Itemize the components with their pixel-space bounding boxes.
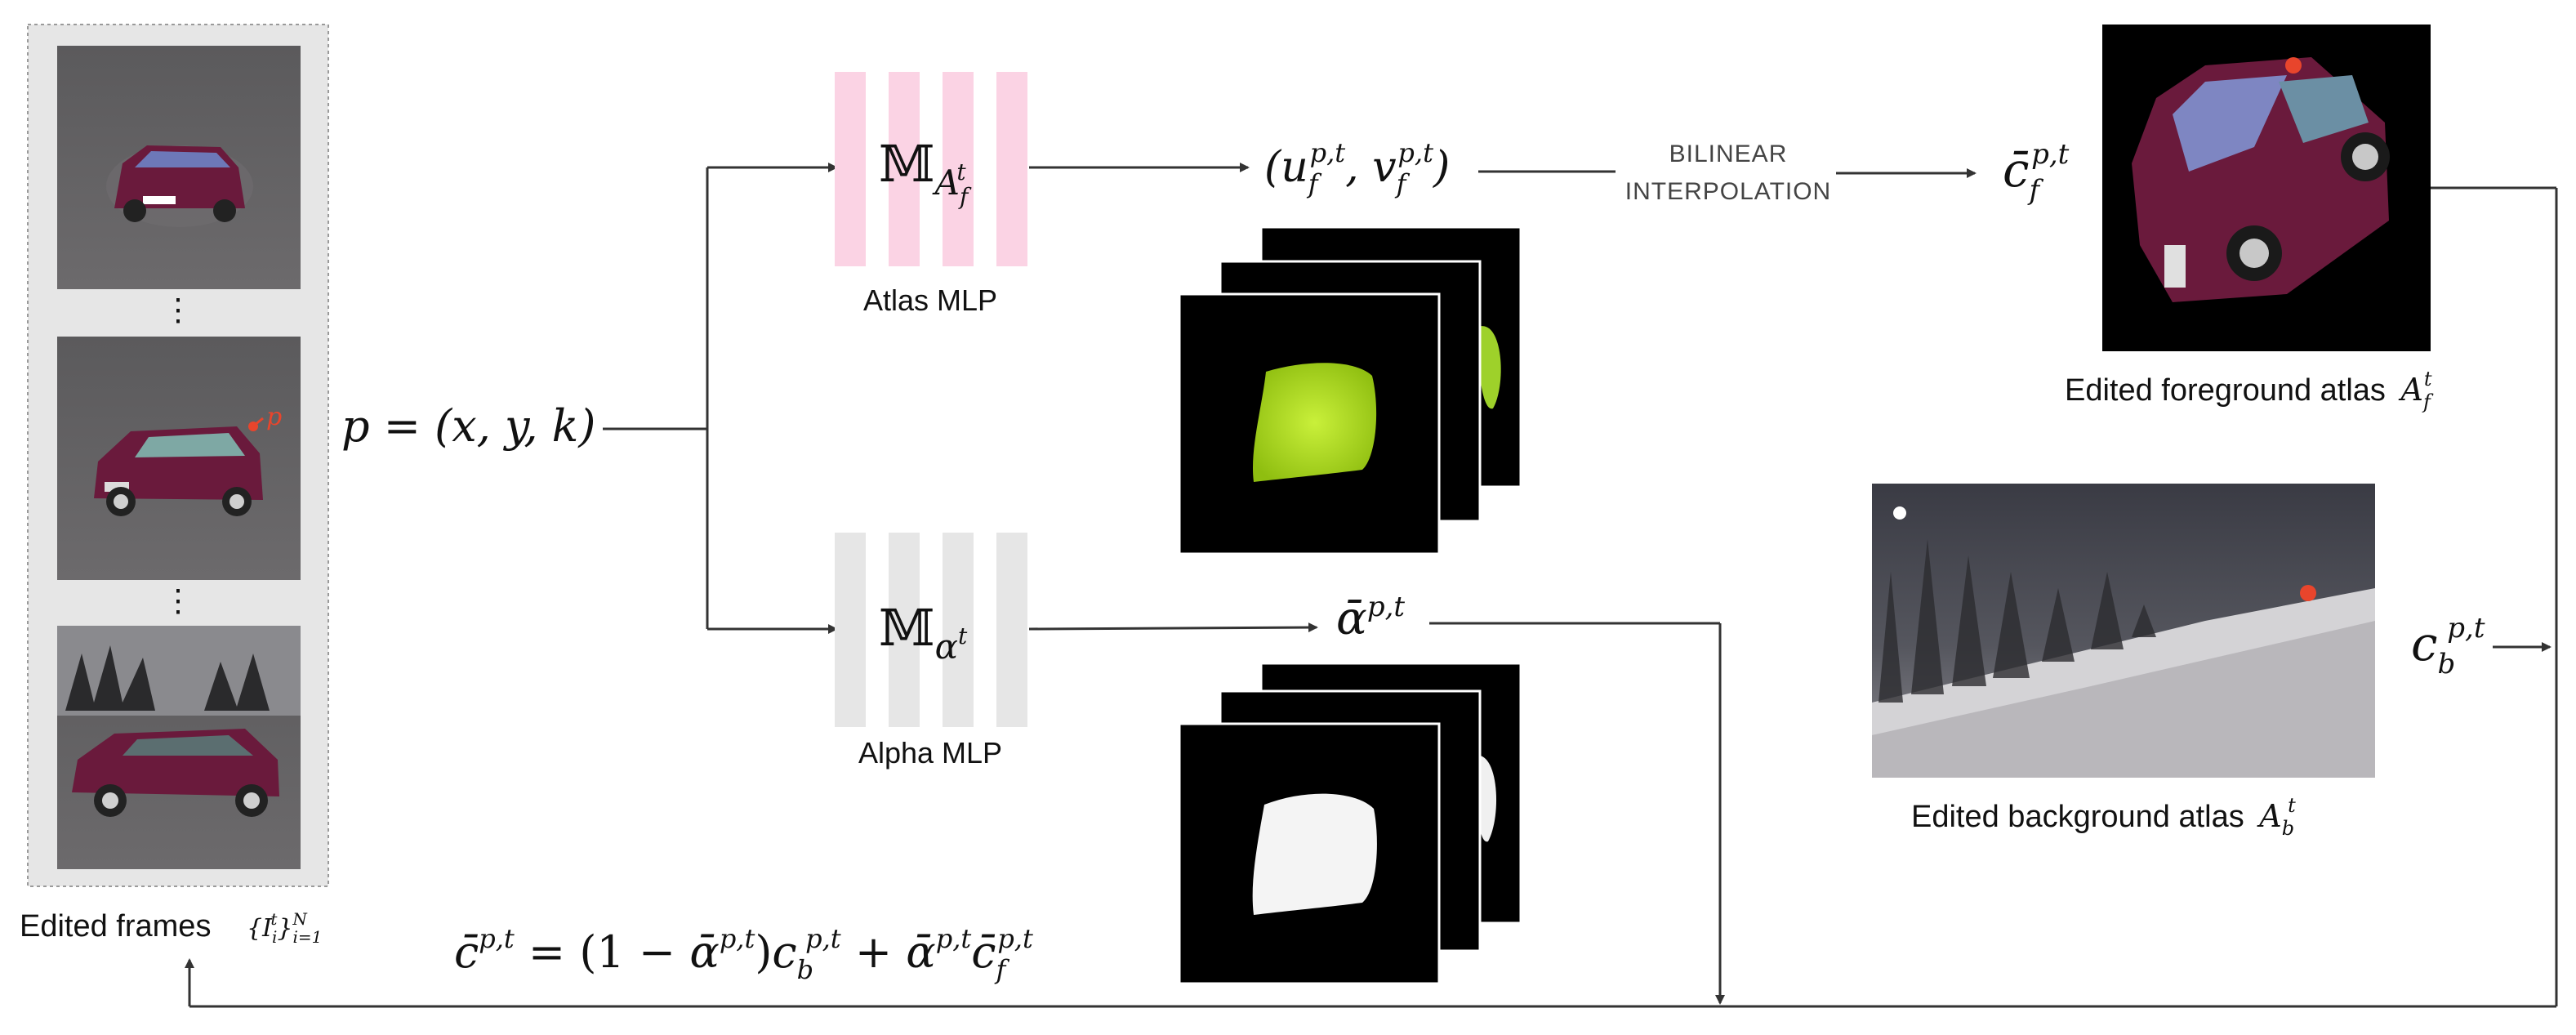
comp-lhs-sup: p,t (479, 923, 515, 954)
comp-a1: ᾱ (689, 926, 719, 978)
comp-cf-sup: p,t (997, 923, 1033, 954)
comp-cf-sub: f (994, 954, 1009, 985)
svg-text:𝕄Aft: 𝕄Aft (879, 134, 972, 210)
alpha-mlp-block: 𝕄αt Alpha MLP (835, 533, 1027, 770)
interp-line-1: BILINEAR (1669, 141, 1788, 167)
composite-equation: c̄p,t = (1 − ᾱp,t)cbp,t + ᾱp,tc̄fp,t (454, 923, 1033, 985)
comp-a2: ᾱ (906, 926, 935, 978)
bilinear-interpolation: BILINEAR INTERPOLATION (1478, 141, 1977, 205)
alpha-sup: p,t (1367, 591, 1406, 623)
cb-sup: p,t (2447, 612, 2485, 645)
comp-eq: = (1 − (515, 926, 690, 978)
atlas-mlp-sub-sup: t (956, 158, 966, 185)
frames-caption-sup: t (270, 909, 278, 929)
frames-caption-lower: i=1 (292, 927, 322, 947)
fg-atlas-caption-sup: t (2424, 368, 2432, 390)
svg-text:{Iit}i=1N: {Iit}i=1N (247, 909, 322, 947)
uv-u-sub: f (1307, 168, 1322, 199)
frame-thumbnail-1 (57, 46, 301, 289)
frames-caption: Edited frames {Iit}i=1N (20, 909, 322, 947)
frames-caption-sub: i (272, 927, 277, 947)
fg-atlas-caption-sub: f (2422, 390, 2434, 413)
svg-text:ᾱp,t: ᾱp,t (1336, 591, 1405, 645)
comp-lhs: c̄ (454, 926, 479, 978)
comp-a1-sup: p,t (720, 923, 755, 954)
svg-text:(ufp,t, vfp,t): (ufp,t, vfp,t) (1264, 137, 1450, 199)
svg-text:Edited frames: Edited frames (20, 909, 211, 944)
fg-atlas-caption: Edited foreground atlas Aft (2065, 368, 2434, 413)
frames-caption-text: Edited frames (20, 909, 211, 944)
input-formula: p = (x, y, k) (341, 400, 595, 452)
cf-sup: p,t (2031, 138, 2070, 171)
comp-close: ) (755, 926, 772, 978)
uv-u-sup: p,t (1310, 137, 1346, 168)
cf-base: c̄ (2003, 142, 2029, 198)
ellipsis-1: ⋮ (163, 292, 194, 328)
uv-comma: , v (1345, 143, 1396, 192)
svg-text:c̄fp,t: c̄fp,t (2003, 138, 2070, 207)
frames-caption-set: {I (247, 914, 273, 943)
cb-base: c (2411, 616, 2437, 671)
uv-v-sup: p,t (1397, 137, 1433, 168)
uv-open: (u (1264, 143, 1308, 192)
interp-line-2: INTERPOLATION (1625, 178, 1831, 205)
background-atlas-image (1872, 484, 2375, 778)
feedback-wire (185, 186, 2558, 1008)
comp-plus: + (841, 926, 907, 978)
alpha-mlp-sub-sup: t (958, 622, 968, 649)
foreground-atlas-image (2102, 25, 2431, 351)
comp-cb-sup: p,t (805, 923, 841, 954)
bg-atlas-caption-sup: t (2288, 794, 2296, 817)
frames-caption-close: } (277, 914, 292, 943)
atlas-mlp-symbol: 𝕄 (879, 134, 935, 194)
frames-panel: ⋮ p ⋮ (27, 24, 329, 887)
ellipsis-2: ⋮ (163, 582, 194, 618)
uv-close: ) (1433, 143, 1450, 192)
comp-cb: c (772, 926, 796, 978)
alpha-mlp-label: Alpha MLP (858, 736, 1002, 770)
alpha-mlp-output-arrow (1028, 622, 1318, 633)
svg-text:𝕄αt: 𝕄αt (879, 598, 968, 667)
alpha-down-wire (1429, 622, 1725, 1005)
frame-thumbnail-2: p (57, 337, 301, 580)
uv-v-sub: f (1395, 168, 1411, 199)
alpha-mlp-sub: α (935, 627, 958, 667)
bg-atlas-caption-math: A (2257, 798, 2281, 834)
cb-sub: b (2437, 648, 2455, 680)
alpha-base: ᾱ (1336, 592, 1367, 645)
atlas-mlp-label: Atlas MLP (863, 283, 997, 317)
bg-atlas-caption-sub: b (2282, 817, 2294, 840)
atlas-mlp-block: 𝕄Aft Atlas MLP (835, 72, 1027, 317)
point-marker-p: p (266, 403, 282, 431)
frame-thumbnail-3 (57, 626, 301, 869)
svg-text:cbp,t: cbp,t (2411, 612, 2485, 680)
comp-cf: c̄ (971, 926, 996, 978)
atlas-mlp-sub: A (932, 163, 960, 203)
fg-atlas-caption-math: A (2399, 372, 2423, 408)
uv-map-stack (1178, 225, 1522, 555)
alpha-mlp-symbol: 𝕄 (879, 598, 935, 658)
comp-cb-sub: b (797, 954, 813, 985)
frames-caption-upper: N (292, 909, 308, 929)
alpha-mask-stack (1178, 662, 1522, 985)
cf-sub: f (2026, 174, 2043, 207)
bg-atlas-caption-text: Edited background atlas (1911, 800, 2244, 834)
fg-atlas-caption-text: Edited foreground atlas (2065, 373, 2386, 408)
bg-atlas-caption: Edited background atlas Abt (1911, 794, 2296, 840)
comp-a2-sup: p,t (936, 923, 972, 954)
input-wires (603, 163, 838, 634)
